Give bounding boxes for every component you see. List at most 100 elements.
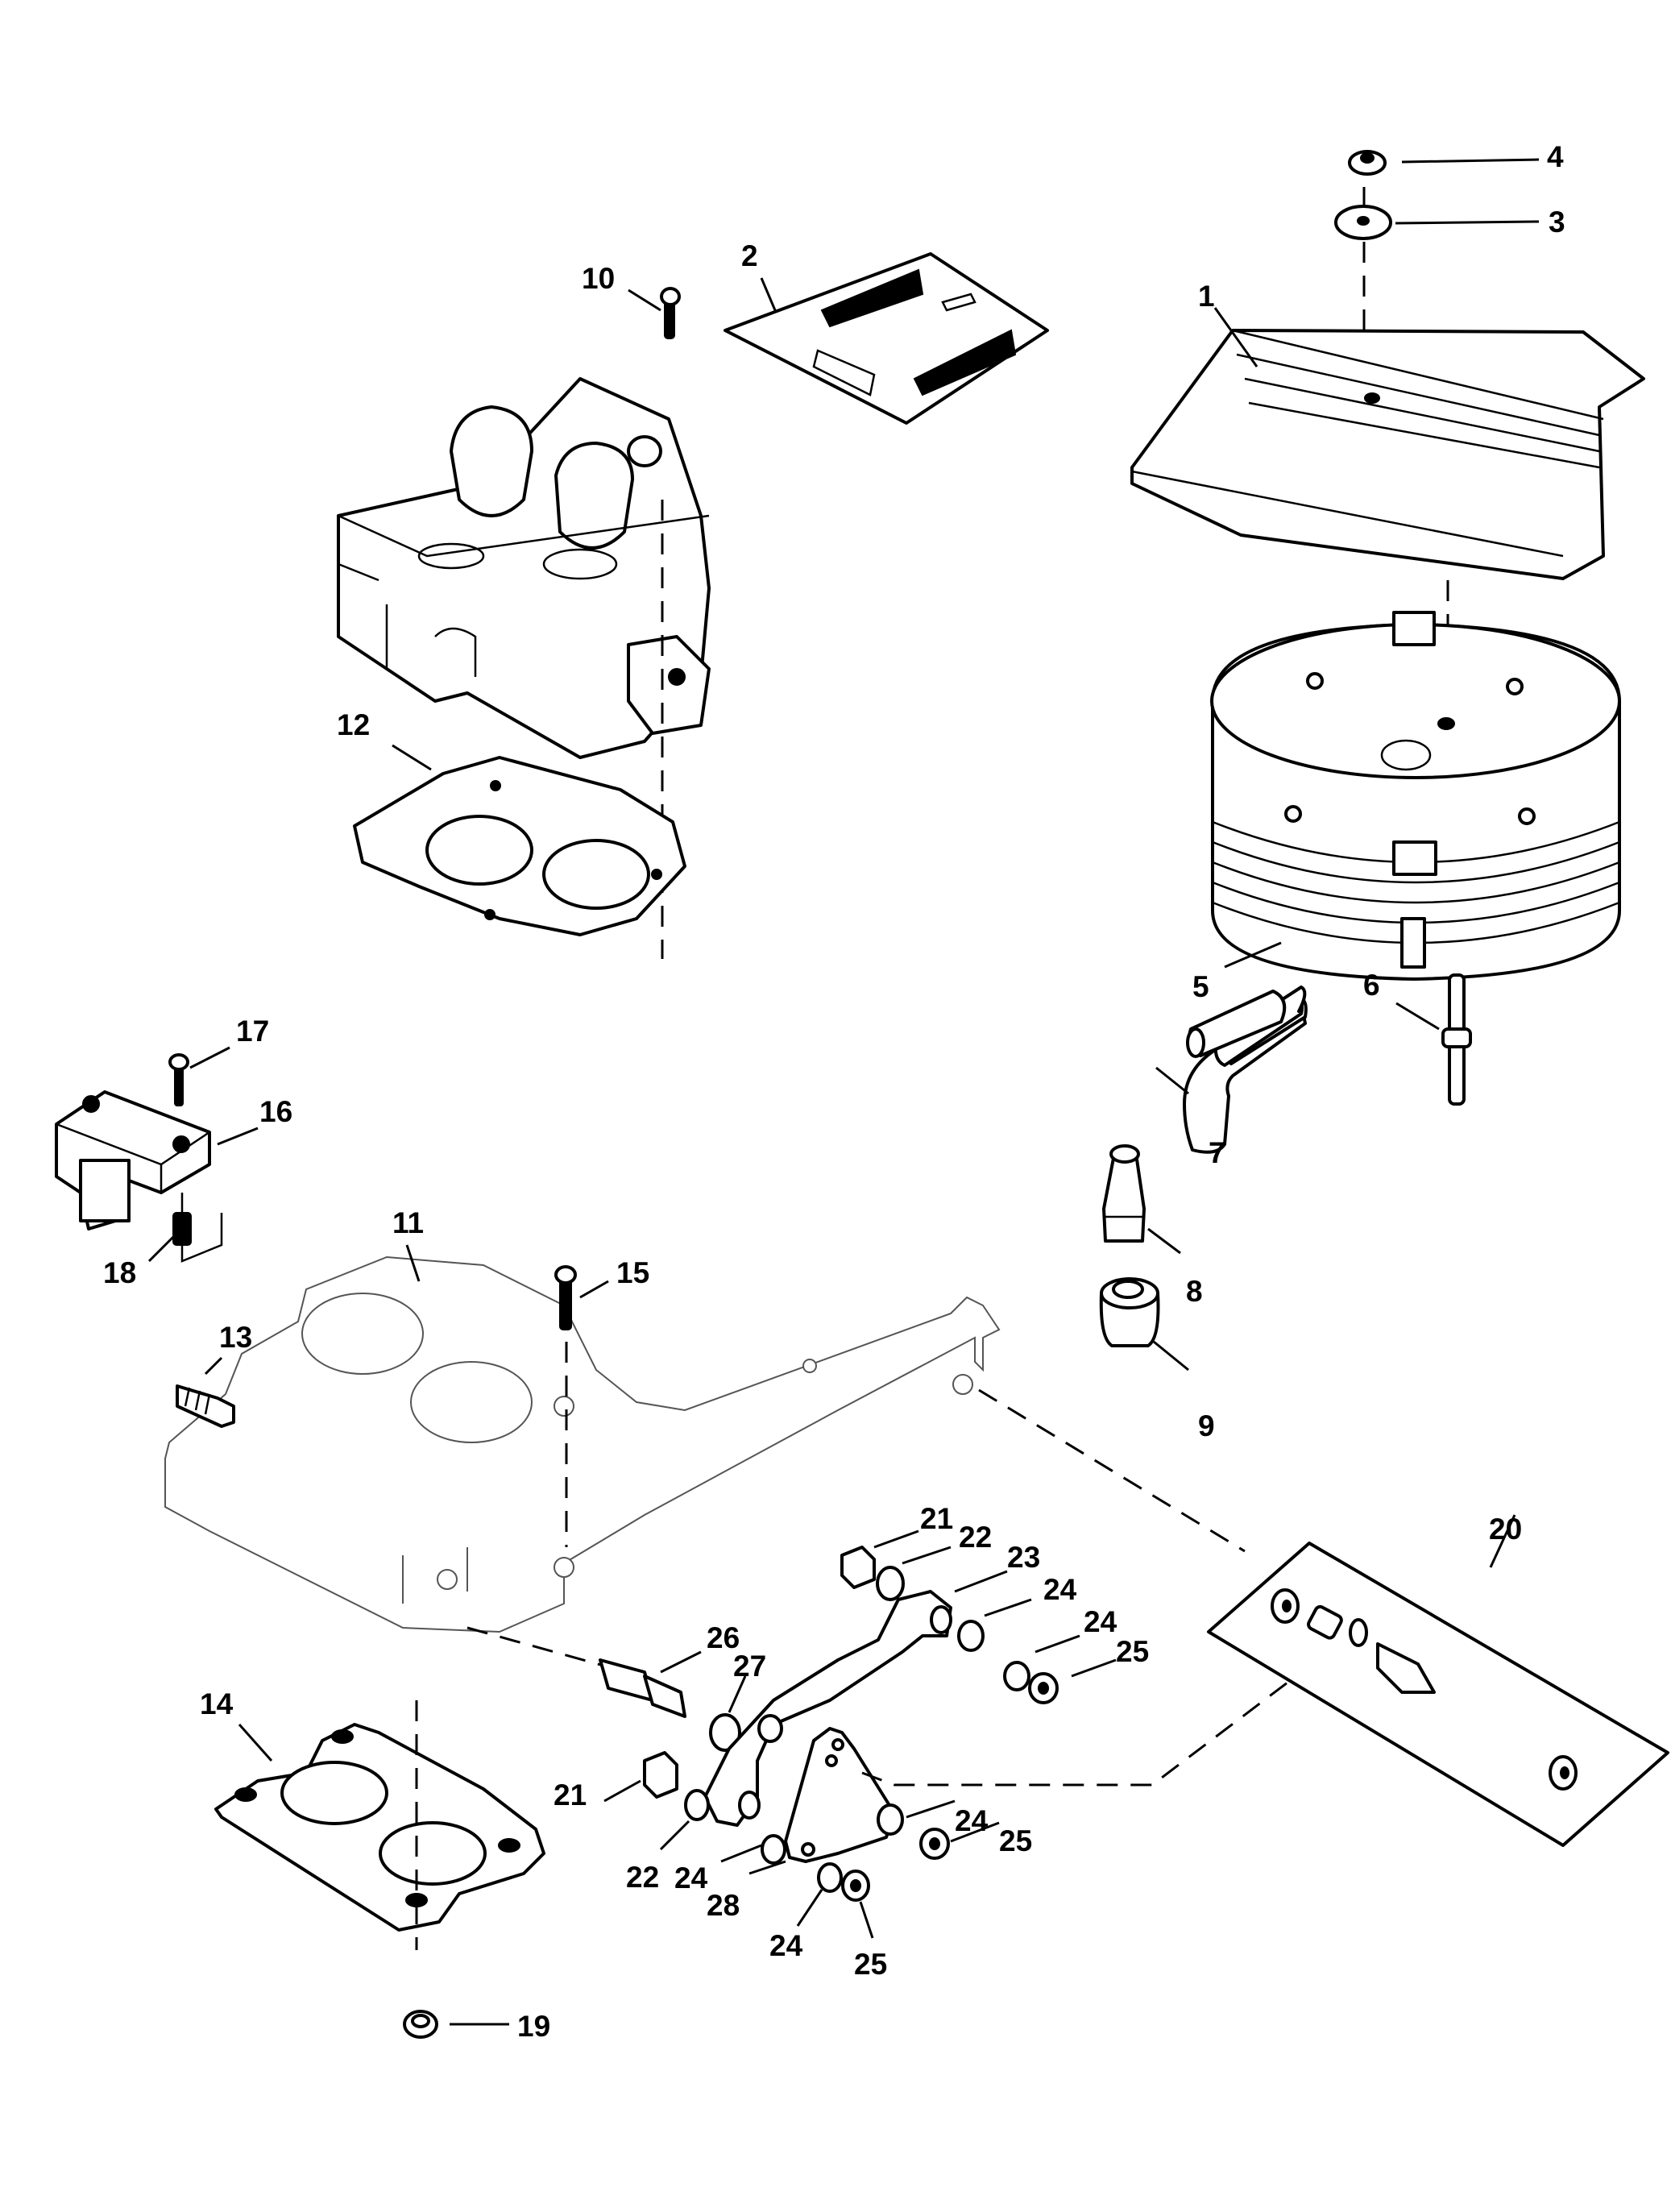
part-19-nut[interactable]: [403, 2010, 438, 2039]
axis-20-lower: [861, 1658, 1318, 1787]
leader-18: [147, 1235, 175, 1263]
callout-11: 11: [392, 1206, 424, 1239]
part-21-bolt-bottom[interactable]: [643, 1751, 678, 1799]
part-1-cover[interactable]: [1130, 329, 1645, 580]
callout-27: 27: [733, 1650, 766, 1683]
part-24-washer-e[interactable]: [877, 1803, 904, 1836]
leader-28: [748, 1860, 786, 1875]
part-6-stud[interactable]: [1441, 973, 1472, 1106]
leader-20: [1489, 1514, 1516, 1568]
leader-4: [1401, 158, 1540, 164]
callout-25-c: 25: [999, 1824, 1032, 1857]
callout-5: 5: [1192, 970, 1209, 1003]
leader-15: [579, 1280, 609, 1299]
part-2-decal[interactable]: [724, 252, 1049, 425]
part-5-flame-arrestor[interactable]: [1210, 611, 1621, 981]
leader-13: [204, 1356, 223, 1376]
leader-26: [660, 1650, 702, 1674]
callout-2: 2: [741, 239, 758, 272]
callout-9: 9: [1198, 1409, 1215, 1442]
axis-18: [180, 1193, 223, 1263]
part-14-gasket[interactable]: [214, 1723, 545, 1932]
callout-4: 4: [1547, 140, 1564, 173]
part-15-bolt[interactable]: [554, 1265, 577, 1330]
callout-24-e: 24: [955, 1804, 989, 1837]
part-3-washer[interactable]: [1334, 205, 1392, 240]
callout-7: 7: [1209, 1136, 1225, 1169]
part-10-bolt[interactable]: [660, 287, 681, 339]
leader-10: [628, 288, 661, 312]
callout-20: 20: [1489, 1513, 1522, 1546]
callout-21-bottom: 21: [554, 1778, 587, 1812]
leader-21a: [873, 1529, 919, 1549]
part-17-screw[interactable]: [168, 1053, 189, 1106]
callout-10: 10: [582, 262, 615, 295]
axis-26: [466, 1626, 613, 1670]
callout-8: 8: [1186, 1275, 1203, 1308]
part-26-stud[interactable]: [599, 1658, 686, 1718]
callout-24-a: 24: [1043, 1573, 1077, 1606]
callout-25-a: 25: [1116, 1635, 1149, 1668]
leader-25b: [859, 1901, 874, 1939]
part-24-washer-b[interactable]: [1003, 1661, 1030, 1691]
callout-16: 16: [259, 1095, 292, 1128]
part-28-bracket[interactable]: [784, 1727, 896, 1863]
leader-17: [189, 1046, 230, 1069]
callout-22-bottom: 22: [626, 1861, 659, 1894]
part-22-bushing-bottom[interactable]: [684, 1789, 710, 1821]
throttle-body-assembly[interactable]: [337, 377, 711, 759]
leader-7: [1155, 1066, 1189, 1095]
callout-19: 19: [517, 2010, 550, 2043]
callout-1: 1: [1198, 280, 1215, 313]
leader-22b: [659, 1820, 690, 1851]
part-27-washer[interactable]: [709, 1713, 741, 1752]
callout-12: 12: [337, 708, 370, 741]
callout-24-b: 24: [1084, 1605, 1117, 1638]
callout-28: 28: [707, 1889, 740, 1922]
callout-15: 15: [616, 1256, 649, 1289]
leader-24d: [796, 1889, 823, 1927]
part-22-bushing-top[interactable]: [876, 1566, 905, 1601]
leader-2: [760, 277, 777, 311]
part-8-fitting[interactable]: [1102, 1144, 1146, 1243]
leader-6: [1395, 1002, 1440, 1031]
part-25-nut-c[interactable]: [919, 1828, 950, 1860]
leader-1: [1213, 307, 1258, 367]
leader-25a: [1071, 1658, 1117, 1678]
part-25-nut-a[interactable]: [1028, 1672, 1059, 1704]
part-12-gasket[interactable]: [353, 756, 686, 936]
part-25-nut-b[interactable]: [841, 1870, 870, 1902]
part-24-washer-a[interactable]: [957, 1620, 985, 1652]
callout-17: 17: [236, 1015, 269, 1048]
callout-13: 13: [219, 1321, 252, 1354]
part-20-hardware-kit[interactable]: [1207, 1542, 1669, 1847]
leader-11: [405, 1244, 421, 1282]
part-4-nut[interactable]: [1348, 150, 1387, 176]
part-16-sensor-module[interactable]: [55, 1090, 211, 1231]
part-21-bolt-top[interactable]: [840, 1546, 876, 1589]
part-24-washer-c[interactable]: [761, 1834, 786, 1865]
callout-3: 3: [1549, 205, 1565, 239]
callout-22-top: 22: [959, 1521, 992, 1554]
part-7-hose-straight[interactable]: [1186, 990, 1287, 1058]
part-24-washer-d[interactable]: [817, 1862, 843, 1893]
callout-14: 14: [200, 1687, 234, 1720]
leader-25c: [950, 1821, 1000, 1843]
callout-26: 26: [707, 1621, 740, 1654]
part-13-fitting[interactable]: [176, 1384, 235, 1428]
leader-27: [728, 1675, 747, 1713]
leader-24a: [984, 1598, 1032, 1617]
part-9-cap[interactable]: [1099, 1277, 1160, 1347]
callout-25-b: 25: [854, 1948, 887, 1981]
part-11-adaptor-plate[interactable]: [164, 1255, 1001, 1633]
leader-12: [392, 744, 432, 771]
leader-5: [1224, 941, 1282, 969]
leader-9: [1153, 1340, 1189, 1372]
callout-23: 23: [1007, 1541, 1040, 1574]
leader-24b: [1035, 1634, 1080, 1654]
leader-8: [1147, 1227, 1181, 1255]
leader-24e: [906, 1799, 956, 1819]
part-23-lever[interactable]: [703, 1590, 952, 1827]
callout-24-d: 24: [769, 1929, 803, 1962]
